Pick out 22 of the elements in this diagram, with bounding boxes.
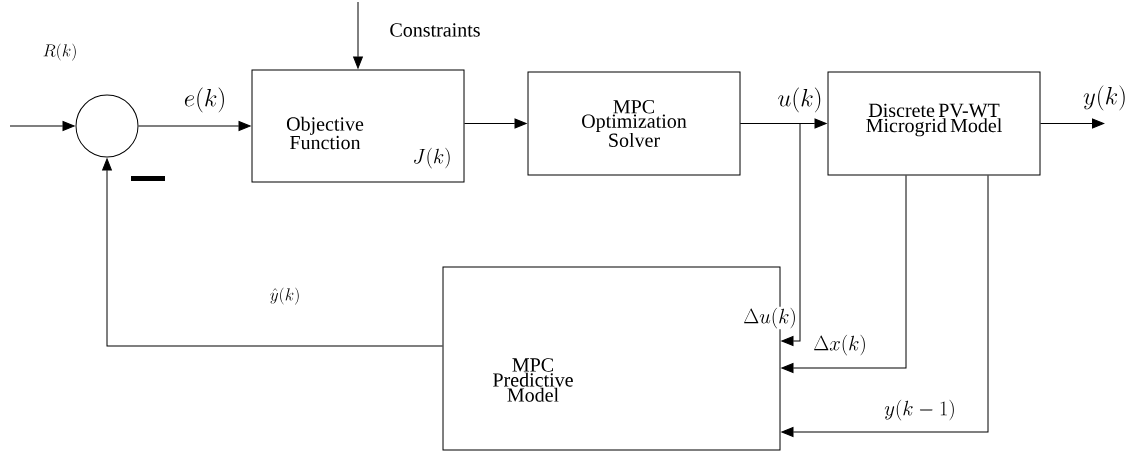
process-box: MPC Optimization Solver: [527, 71, 741, 176]
edge-label: $\hat{y}(k)$: [268, 286, 302, 306]
signal-label: $R(k)$: [43, 43, 76, 61]
arrow: [781, 175, 907, 373]
edge-label: $y(k)$: [1082, 84, 1128, 112]
edge-label: $\Delta x(k)$: [812, 333, 868, 357]
arrow: [1040, 118, 1105, 129]
arrow: [353, 1, 363, 69]
arrow: [138, 121, 251, 131]
arrow: [9, 121, 75, 131]
arrow: [464, 118, 527, 129]
process-box: Discrete PV-WT Microgrid Model: [827, 71, 1041, 176]
arrow: [740, 123, 801, 346]
arrow: [102, 158, 443, 347]
process-box: Objective Function $J(k)$: [251, 69, 465, 183]
input-label: Constraints: [390, 23, 480, 37]
edge-label: $u(k)$: [776, 86, 824, 114]
edge-label: $e(k)$: [182, 86, 228, 114]
arrow: [781, 175, 989, 437]
edge-label: $\Delta u(k)$: [742, 306, 798, 330]
edge-label: $y(k-1)$: [883, 398, 957, 422]
summing-junction: [75, 94, 139, 158]
